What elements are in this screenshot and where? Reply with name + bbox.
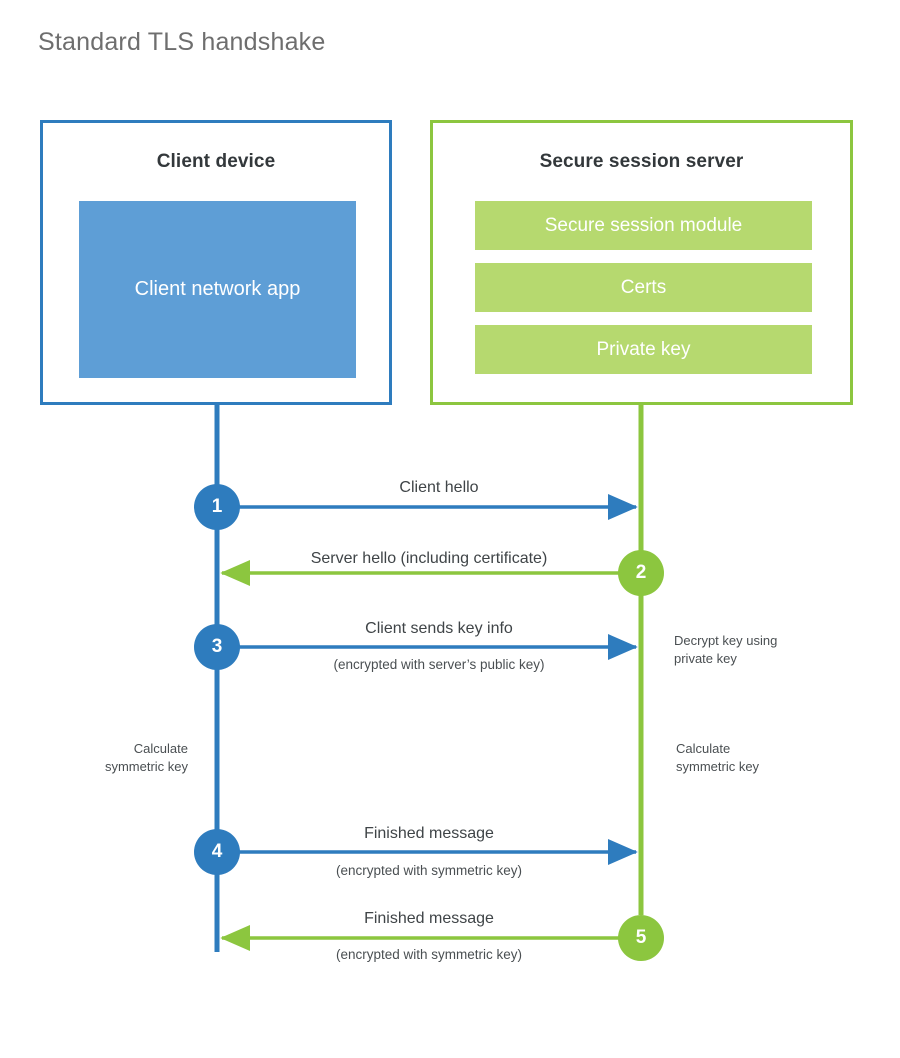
step-3-badge[interactable]: 3	[194, 624, 240, 670]
secure-session-server-title: Secure session server	[539, 151, 744, 172]
step-5-sublabel: (encrypted with symmetric key)	[335, 947, 523, 962]
client-network-app-block: Client network app	[79, 201, 356, 378]
step-4-sublabel: (encrypted with symmetric key)	[335, 863, 523, 878]
step-3-sublabel: (encrypted with server’s public key)	[333, 657, 545, 672]
page-title: Standard TLS handshake	[38, 28, 326, 56]
step-3-label: Client sends key info	[365, 620, 513, 637]
step-5-label: Finished message	[364, 910, 494, 927]
note-decrypt-key: Decrypt key using private key	[674, 633, 778, 666]
step-2-badge[interactable]: 2	[618, 550, 664, 596]
note-calculate-symmetric-key-server: Calculate symmetric key	[676, 741, 760, 774]
step-1-label: Client hello	[399, 479, 479, 496]
step-4-badge[interactable]: 4	[194, 829, 240, 875]
secure-session-server-box: Secure session server Secure session mod…	[430, 120, 853, 405]
step-4-label: Finished message	[364, 825, 494, 842]
note-calculate-symmetric-key-client: Calculate symmetric key	[104, 741, 188, 774]
step-5-badge[interactable]: 5	[618, 915, 664, 961]
step-2-label: Server hello (including certificate)	[310, 550, 548, 567]
step-1-badge[interactable]: 1	[194, 484, 240, 530]
server-module-certs: Certs	[475, 263, 812, 312]
server-module-list: Secure session module Certs Private key	[475, 201, 812, 374]
server-module-private-key: Private key	[475, 325, 812, 374]
client-device-box: Client device Client network app	[40, 120, 392, 405]
server-module-secure-session: Secure session module	[475, 201, 812, 250]
client-device-title: Client device	[156, 151, 276, 172]
